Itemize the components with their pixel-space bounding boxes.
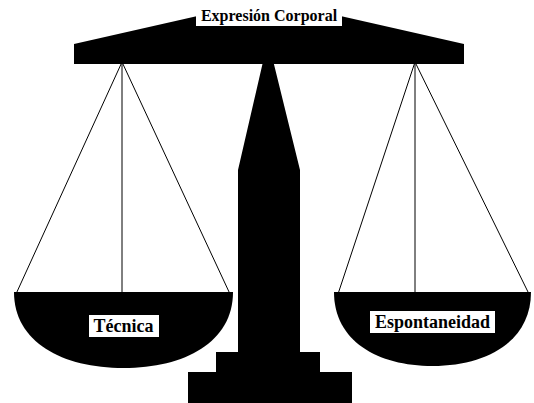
string [415, 62, 529, 294]
scale-pan-outline [14, 292, 233, 368]
scale-pan: Espontaneidad [334, 292, 531, 366]
string [415, 62, 416, 294]
string [16, 62, 122, 294]
string [122, 62, 230, 294]
scale-pillar [188, 40, 352, 403]
scale-pan-outline [334, 292, 531, 366]
scale-pan: Técnica [14, 292, 233, 368]
scale-beam: Expresión Corporal [74, 6, 464, 64]
string [122, 62, 123, 294]
pan-label: Espontaneidad [370, 311, 495, 334]
string [338, 62, 415, 294]
pan-label: Técnica [89, 315, 159, 338]
beam-label: Expresión Corporal [196, 6, 342, 26]
